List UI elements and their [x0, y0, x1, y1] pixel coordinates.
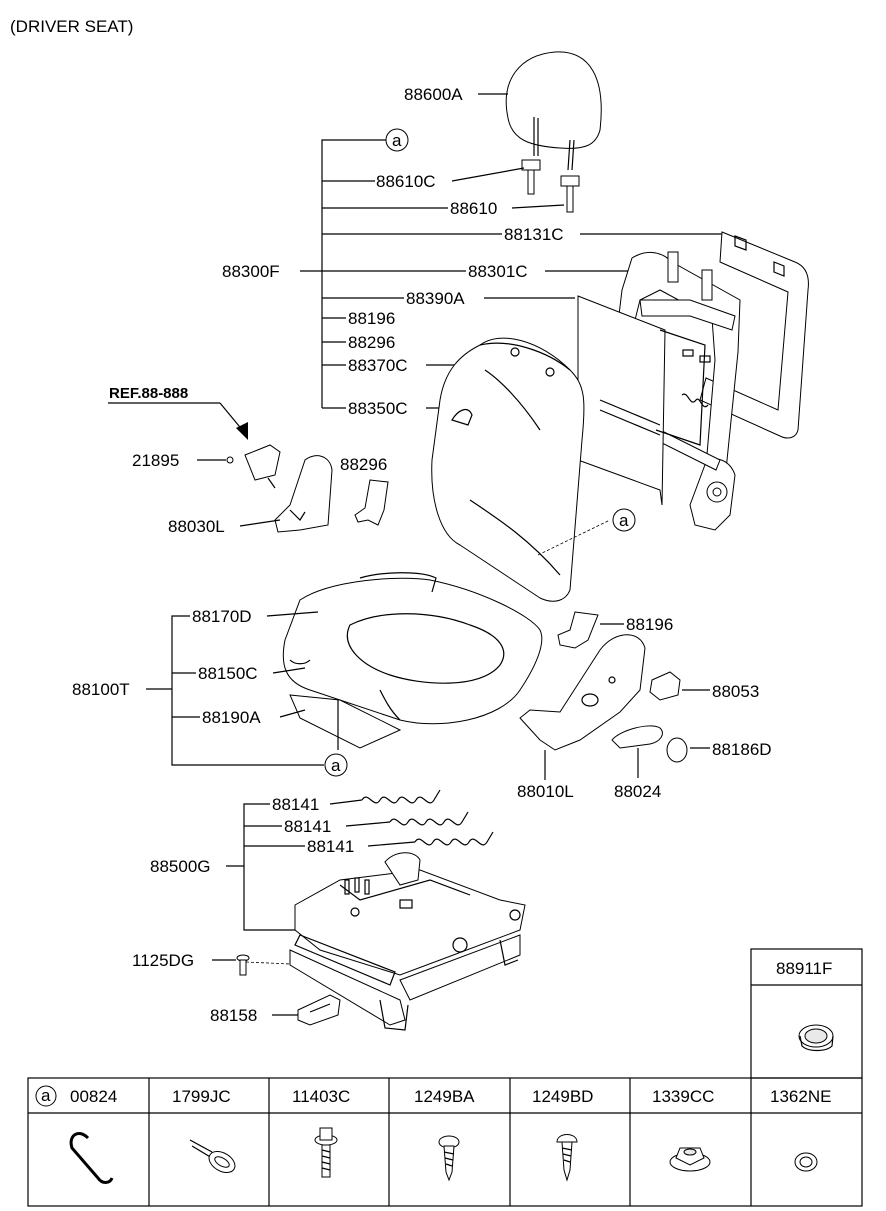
label-88350C: 88350C: [348, 399, 408, 418]
label-88300F: 88300F: [222, 262, 280, 281]
label-88150C: 88150C: [198, 664, 258, 683]
track-cover-illustration: [297, 994, 341, 1026]
label-88600A: 88600A: [404, 85, 463, 104]
headrest-guide-illustration: [521, 159, 580, 213]
table-header-col-4: 1249BA: [414, 1087, 475, 1106]
side-cover-illustration: [519, 634, 646, 751]
cover-trim-top-illustration: [354, 479, 389, 526]
marker-a-cushion-text: a: [331, 756, 341, 775]
seatback-frame-illustration: [615, 231, 809, 531]
label-88141-c: 88141: [307, 837, 354, 856]
seat-track-frame-illustration: [289, 852, 526, 1031]
label-88196-top: 88196: [348, 309, 395, 328]
label-88500G: 88500G: [150, 857, 211, 876]
s-hook-icon: [69, 1132, 114, 1184]
table-header-col-6: 1339CC: [652, 1087, 714, 1106]
label-88170D: 88170D: [192, 607, 252, 626]
table-header-col-2: 1799JC: [172, 1087, 231, 1106]
label-88301C: 88301C: [468, 262, 528, 281]
marker-a-cushion: [324, 753, 348, 777]
table-marker-a-text: a: [41, 1086, 51, 1105]
table-header-col-7: 1362NE: [770, 1087, 831, 1106]
table-header-col-1: 00824: [70, 1087, 117, 1106]
label-88370C: 88370C: [348, 356, 408, 375]
label-21895: 21895: [132, 451, 179, 470]
cushion-spring-illustration: [361, 789, 494, 846]
label-88141-a: 88141: [272, 795, 319, 814]
diagram-title: (DRIVER SEAT): [10, 17, 133, 36]
label-88610C: 88610C: [376, 172, 436, 191]
belt-buckle-illustration: [244, 444, 281, 489]
side-box-header: 88911F: [776, 959, 832, 978]
label-88196-mid: 88196: [626, 615, 673, 634]
label-88296-top: 88296: [348, 333, 395, 352]
label-88296-mid: 88296: [340, 455, 387, 474]
label-ref-88-888: REF.88-888: [109, 385, 188, 402]
cap-illustration: [666, 737, 688, 763]
label-88390A: 88390A: [406, 289, 465, 308]
seatback-cover-illustration: [431, 337, 585, 602]
flange-bolt-icon: [314, 1127, 338, 1178]
label-1125DG: 1125DG: [132, 951, 194, 970]
side-part-box: 88911F: [750, 948, 863, 1079]
marker-a-back: [612, 508, 636, 532]
cushion-trim-illustration: [557, 611, 599, 649]
parts-table: a 00824 1799JC 11403C 1249BA 1249BD 1339…: [27, 1077, 863, 1207]
label-88158: 88158: [210, 1006, 257, 1025]
table-header-col-5: 1249BD: [532, 1087, 593, 1106]
label-88030L: 88030L: [168, 517, 225, 536]
table-marker-a: [35, 1085, 57, 1107]
seat-cushion-illustration: [282, 572, 543, 725]
flange-nut-icon: [669, 1147, 711, 1172]
bolt-1125dg-illustration: [236, 954, 250, 976]
label-88186D: 88186D: [712, 740, 772, 759]
cable-clip-icon: [189, 1139, 236, 1173]
label-88024: 88024: [614, 782, 661, 801]
knob-illustration: [649, 671, 681, 701]
marker-a-back-text: a: [619, 511, 629, 530]
seatback-pad-illustration: [577, 295, 711, 506]
label-88100T: 88100T: [72, 680, 130, 699]
label-88610: 88610: [450, 199, 497, 218]
label-88053: 88053: [712, 682, 759, 701]
headrest-illustration: [505, 51, 602, 171]
tapping-screw-icon: [438, 1135, 460, 1182]
side-shield-illustration: [274, 455, 333, 533]
label-88131C: 88131C: [504, 225, 564, 244]
recliner-lever-illustration: [611, 725, 663, 749]
washer-icon: [794, 1152, 818, 1172]
label-88010L: 88010L: [517, 782, 574, 801]
label-88141-b: 88141: [284, 817, 331, 836]
grommet-icon: [798, 1024, 834, 1052]
marker-a-top-text: a: [392, 131, 402, 150]
tapping-screw-icon: [556, 1134, 578, 1182]
table-header-col-3: 11403C: [292, 1087, 350, 1106]
label-88190A: 88190A: [202, 708, 261, 727]
